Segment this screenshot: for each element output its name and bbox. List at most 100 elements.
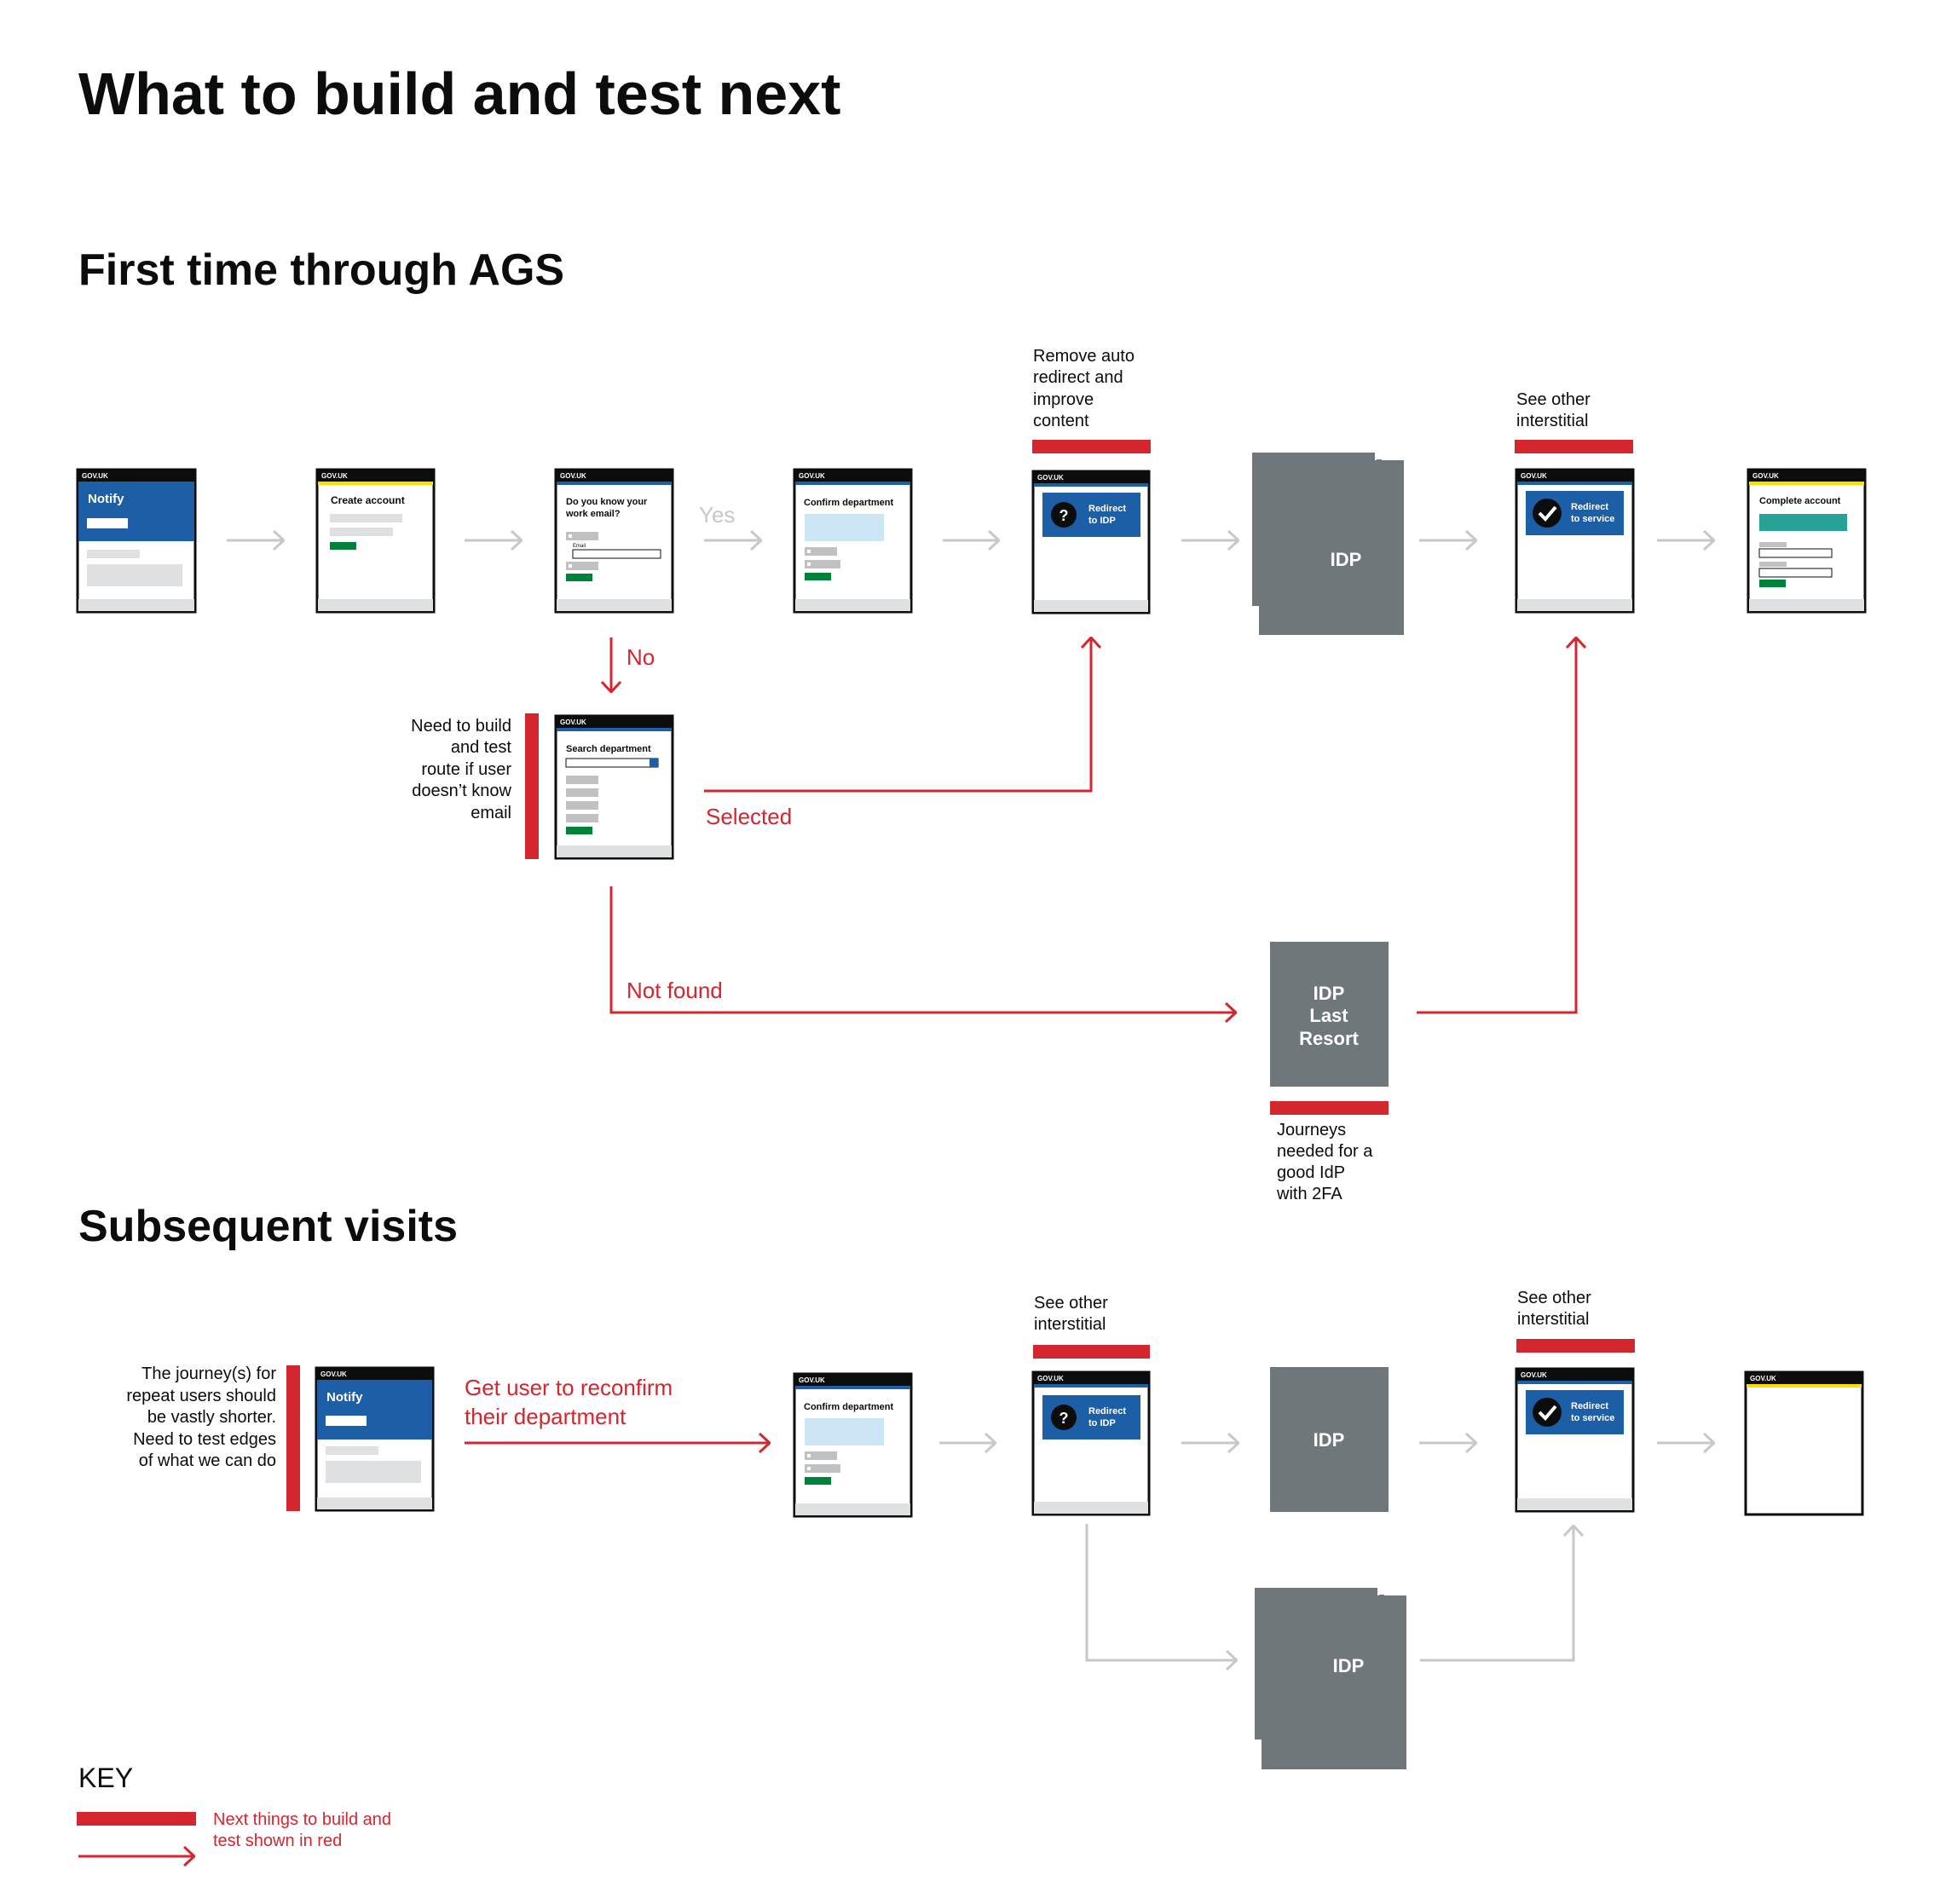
redirect-service-line1: Redirect	[1571, 1401, 1608, 1411]
screen-work-email: GOV.UK Do you know your work email? Emai…	[554, 468, 674, 614]
section-heading-subsequent: Subsequent visits	[78, 1202, 458, 1251]
note-see-other-1: See other interstitial	[1516, 390, 1591, 430]
screen-redirect-to-service: GOV.UK Redirect to service	[1515, 468, 1635, 614]
red-bar-redirect-idp-repeat	[1033, 1345, 1150, 1359]
check-icon	[1533, 1398, 1562, 1427]
govuk-logo: GOV.UK	[1521, 472, 1547, 480]
govuk-logo: GOV.UK	[560, 472, 586, 480]
svg-text:See other: See other	[1516, 390, 1591, 409]
red-bar-redirect-idp	[1032, 440, 1151, 453]
create-account-label: Create account	[331, 494, 405, 506]
govuk-logo: GOV.UK	[1521, 1371, 1547, 1379]
svg-text:improve: improve	[1033, 390, 1094, 409]
confirm-department-label: Confirm department	[804, 498, 893, 508]
row2-grey-arrows	[939, 1443, 1714, 1660]
screen-search-department: GOV.UK Search department	[554, 714, 674, 860]
svg-text:Journeys: Journeys	[1277, 1121, 1346, 1140]
question-icon	[1051, 502, 1077, 528]
search-department-label: Search department	[566, 744, 651, 754]
svg-text:repeat users should: repeat users should	[126, 1387, 276, 1405]
svg-text:with 2FA: with 2FA	[1276, 1185, 1342, 1203]
idp-last-resort-line2: Last	[1309, 1005, 1348, 1026]
screen-complete-account: GOV.UK Complete account	[1747, 468, 1867, 614]
note-see-other-3: See other interstitial	[1517, 1289, 1591, 1329]
reconfirm-label-line1: Get user to reconfirm	[465, 1375, 673, 1400]
screen-notify: GOV.UK Notify	[76, 468, 197, 614]
not-found-label: Not found	[626, 978, 723, 1003]
no-label: No	[626, 644, 655, 670]
selected-label: Selected	[706, 804, 792, 829]
redirect-service-line2: to service	[1571, 514, 1614, 524]
key-heading: KEY	[78, 1763, 133, 1793]
page-title: What to build and test next	[78, 61, 840, 127]
idp-label: IDP	[1333, 1655, 1365, 1676]
screen-redirect-to-idp-repeat: GOV.UK ? Redirect to IDP	[1031, 1370, 1151, 1516]
govuk-logo: GOV.UK	[82, 472, 108, 480]
svg-text:and test: and test	[451, 738, 512, 757]
svg-text:?: ?	[1059, 1410, 1069, 1427]
key-text-line1: Next things to build and	[213, 1810, 391, 1829]
redirect-idp-line2: to IDP	[1088, 1418, 1116, 1428]
redirect-idp-line1: Redirect	[1088, 1406, 1126, 1416]
idp-stack-1: IDP	[1250, 451, 1404, 635]
key-red-bar	[77, 1812, 196, 1826]
yes-label: Yes	[699, 502, 735, 528]
question-icon	[1051, 1405, 1077, 1430]
section-heading-first-time: First time through AGS	[78, 245, 564, 295]
note-journeys-needed: Journeys needed for a good IdP with 2FA	[1276, 1121, 1373, 1203]
red-flows-row1	[611, 638, 1576, 1013]
screen-create-account: GOV.UK Create account	[315, 468, 436, 614]
svg-text:interstitial: interstitial	[1517, 1310, 1589, 1329]
key-text-line2: test shown in red	[213, 1832, 342, 1850]
govuk-logo: GOV.UK	[1752, 472, 1779, 480]
check-icon	[1533, 499, 1562, 528]
govuk-logo: GOV.UK	[1037, 474, 1064, 482]
svg-text:be vastly shorter.: be vastly shorter.	[147, 1408, 276, 1427]
work-email-label-line2: work email?	[565, 509, 621, 519]
note-remove-auto: Remove auto redirect and improve content	[1033, 347, 1135, 430]
svg-text:Need to build: Need to build	[411, 717, 511, 736]
svg-text:redirect and: redirect and	[1033, 368, 1123, 387]
red-bar-redirect-service-repeat	[1516, 1339, 1635, 1353]
idp-label: IDP	[1314, 1429, 1345, 1451]
screen-notify-repeat: GOV.UK Notify	[315, 1366, 435, 1512]
svg-text:content: content	[1033, 412, 1089, 430]
svg-text:needed for a: needed for a	[1277, 1142, 1373, 1161]
govuk-logo: GOV.UK	[321, 472, 348, 480]
svg-text:route if user: route if user	[421, 760, 511, 779]
svg-text:of what we can do: of what we can do	[139, 1451, 276, 1470]
reconfirm-label-line2: their department	[465, 1404, 626, 1429]
svg-text:interstitial: interstitial	[1516, 412, 1588, 430]
redirect-service-line2: to service	[1571, 1413, 1614, 1423]
idp-last-resort-line3: Resort	[1299, 1028, 1359, 1049]
svg-text:?: ?	[1059, 507, 1069, 524]
redirect-idp-line1: Redirect	[1088, 504, 1126, 514]
screen-redirect-to-idp: GOV.UK ? Redirect to IDP	[1031, 470, 1151, 614]
screen-service-blank: GOV.UK	[1744, 1370, 1864, 1516]
idp-last-resort-line1: IDP	[1314, 983, 1345, 1004]
svg-text:email: email	[471, 804, 511, 822]
svg-text:Remove auto: Remove auto	[1033, 347, 1135, 366]
govuk-logo: GOV.UK	[799, 1376, 825, 1384]
idp-stack-2: IDP	[1253, 1586, 1406, 1769]
screen-confirm-department: GOV.UK Confirm department	[793, 468, 913, 614]
red-bar-redirect-service	[1515, 440, 1633, 453]
red-bar-search-department	[525, 713, 539, 859]
svg-text:See other: See other	[1034, 1294, 1108, 1313]
work-email-label-line1: Do you know your	[566, 497, 648, 507]
idp-label: IDP	[1331, 549, 1362, 570]
notify-label: Notify	[326, 1390, 363, 1405]
svg-text:See other: See other	[1517, 1289, 1591, 1307]
note-repeat-users: The journey(s) for repeat users should b…	[126, 1365, 276, 1470]
idp-last-resort: IDP Last Resort	[1270, 942, 1389, 1087]
svg-text:interstitial: interstitial	[1034, 1315, 1106, 1334]
svg-text:The journey(s) for: The journey(s) for	[141, 1365, 276, 1383]
screen-redirect-to-service-repeat: GOV.UK Redirect to service	[1515, 1367, 1635, 1513]
redirect-service-line1: Redirect	[1571, 502, 1608, 512]
screen-confirm-department-repeat: GOV.UK Confirm department	[793, 1372, 913, 1518]
redirect-idp-line2: to IDP	[1088, 516, 1116, 526]
key-legend: KEY Next things to build and test shown …	[77, 1763, 391, 1856]
idp-single: IDP	[1270, 1367, 1389, 1512]
govuk-logo: GOV.UK	[799, 472, 825, 480]
